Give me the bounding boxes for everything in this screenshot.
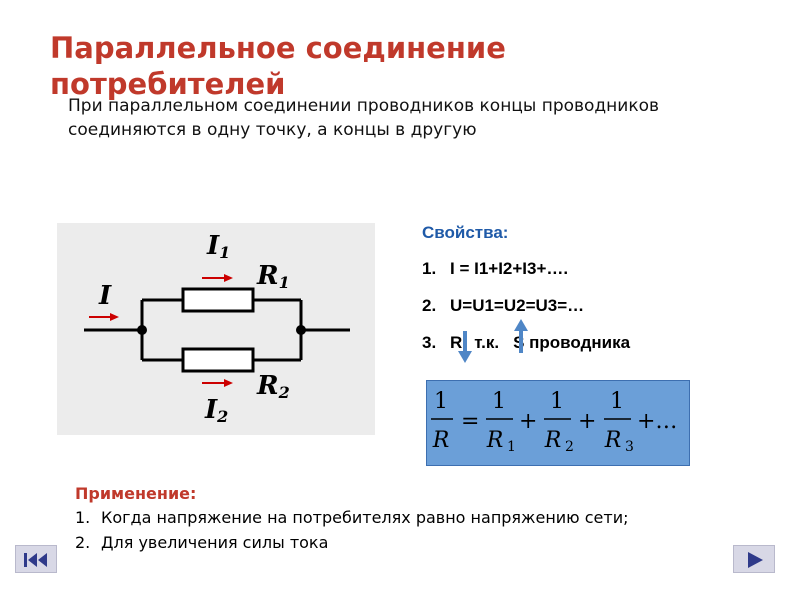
intro-text: При параллельном соединении проводников … [68, 96, 660, 140]
svg-text:R: R [486, 428, 504, 453]
svg-text:1: 1 [434, 389, 448, 414]
svg-text:+…: +… [637, 409, 677, 434]
svg-text:1: 1 [550, 389, 564, 414]
slide-title: Параллельное соединение потребителей [50, 31, 506, 101]
label-resistor-r2: R2 [257, 371, 290, 402]
first-slide-icon [24, 553, 47, 567]
application-item: 2. Для увеличения силы тока [75, 533, 329, 552]
application-item: 1. Когда напряжение на потребителях равн… [75, 508, 629, 527]
label-resistor-r1: R1 [257, 261, 290, 292]
label-current-i1: I1 [207, 231, 231, 262]
application-title: Применение: [75, 484, 197, 503]
property-item: 2.U=U1=U2=U3=… [422, 296, 585, 315]
application-list: 1. Когда напряжение на потребителях равн… [75, 507, 735, 557]
junction-right [296, 325, 306, 335]
resistor-r2 [181, 347, 255, 373]
svg-text:R: R [604, 428, 622, 453]
svg-text:=: = [461, 409, 479, 434]
circuit-schematic [84, 274, 350, 387]
arrow-up-icon [514, 319, 528, 353]
svg-text:1: 1 [610, 389, 624, 414]
svg-text:R: R [544, 428, 562, 453]
svg-text:+: + [519, 409, 537, 434]
property-item: 1.I = I1+I2+I3+…. [422, 259, 569, 278]
parallel-resistance-formula: 1 R = 1 R 1 + 1 R 2 + 1 R 3 +… [431, 389, 677, 455]
svg-text:3: 3 [625, 439, 634, 455]
svg-text:R: R [432, 428, 450, 453]
next-slide-icon [748, 552, 763, 568]
properties-title: Свойства: [422, 223, 509, 242]
label-current-i2: I2 [205, 395, 229, 426]
next-slide-button[interactable] [733, 545, 775, 573]
svg-text:+: + [578, 409, 596, 434]
svg-text:1: 1 [492, 389, 506, 414]
svg-text:1: 1 [507, 439, 516, 455]
first-slide-button[interactable] [15, 545, 57, 573]
junction-left [137, 325, 147, 335]
label-current-total: I [99, 281, 112, 311]
circuit-diagram: I I1 R1 R2 I2 [57, 223, 375, 435]
svg-text:2: 2 [565, 439, 574, 455]
resistor-r1 [181, 287, 255, 313]
formula-box: 1 R = 1 R 1 + 1 R 2 + 1 R 3 +… [426, 380, 690, 466]
arrow-down-icon [458, 331, 472, 363]
